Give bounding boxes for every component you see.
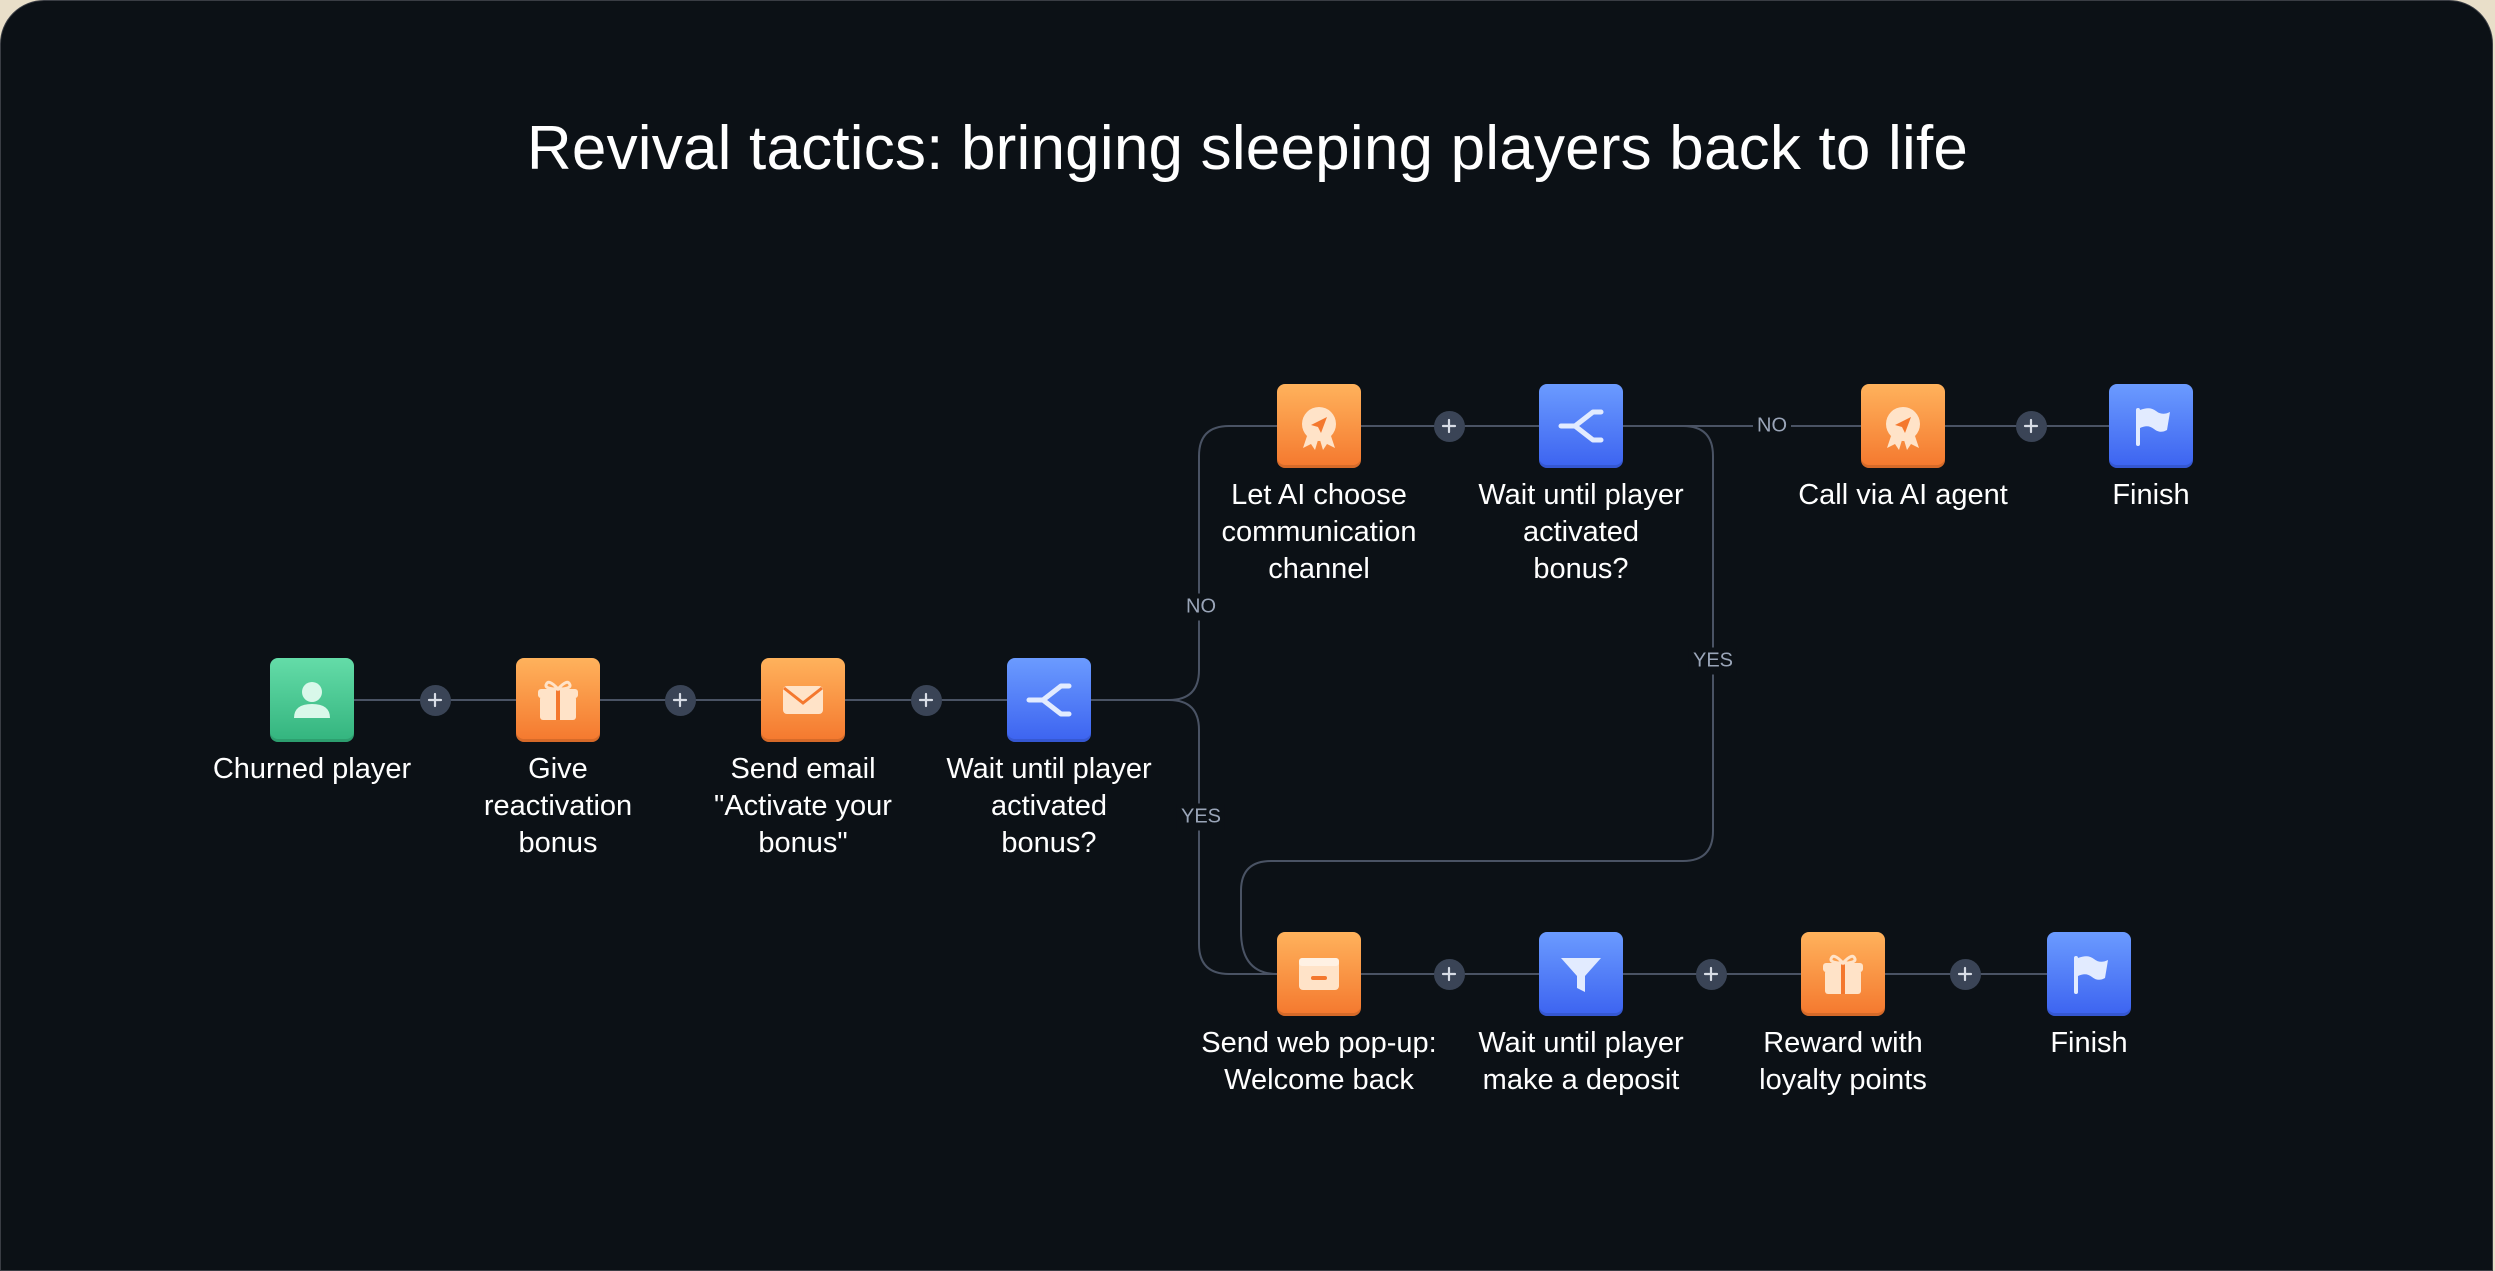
- branch-label-no: NO: [1182, 593, 1220, 621]
- plus-icon: [1703, 966, 1719, 982]
- connector-yes-branch: [1168, 699, 1277, 975]
- split-icon: [1026, 683, 1072, 717]
- node-call-ai-agent[interactable]: [1861, 384, 1945, 468]
- plus-icon: [1441, 418, 1457, 434]
- add-step-button[interactable]: [1433, 410, 1465, 442]
- add-step-button[interactable]: [2015, 410, 2047, 442]
- connector-yes-loop: [1240, 425, 1714, 975]
- node-send-web-popup[interactable]: [1277, 932, 1361, 1016]
- branch-label-no: NO: [1753, 412, 1791, 440]
- node-label: Finish: [2050, 1027, 2128, 1059]
- node-label: Churned player: [212, 753, 412, 785]
- add-step-button[interactable]: [1695, 958, 1727, 990]
- node-label: Send email "Activate your bonus": [714, 753, 892, 859]
- plus-icon: [1957, 966, 1973, 982]
- add-step-button[interactable]: [419, 684, 451, 716]
- node-finish-bottom[interactable]: [2047, 932, 2131, 1016]
- node-churned-player[interactable]: [270, 658, 354, 742]
- add-step-button[interactable]: [1433, 958, 1465, 990]
- node-label: Let AI choose communication channel: [1221, 479, 1417, 585]
- node-wait-activated-bonus[interactable]: [1007, 658, 1091, 742]
- node-label: Wait until player activated bonus?: [946, 753, 1152, 859]
- node-label: Give reactivation bonus: [483, 753, 633, 859]
- node-wait-deposit[interactable]: [1539, 932, 1623, 1016]
- envelope-icon: [783, 686, 823, 714]
- node-send-email[interactable]: [761, 658, 845, 742]
- node-ai-choose-channel[interactable]: [1277, 384, 1361, 468]
- plus-icon: [2023, 418, 2039, 434]
- flag-icon: [2136, 408, 2170, 446]
- branch-label-yes: YES: [1176, 803, 1226, 831]
- node-label: Wait until player activated bonus?: [1478, 479, 1684, 585]
- filter-icon: [1561, 958, 1601, 992]
- node-label: Call via AI agent: [1798, 479, 2008, 511]
- add-step-button[interactable]: [910, 684, 942, 716]
- gift-icon: [1823, 954, 1863, 994]
- node-finish-top[interactable]: [2109, 384, 2193, 468]
- node-give-bonus[interactable]: [516, 658, 600, 742]
- user-icon: [294, 682, 330, 718]
- plus-icon: [427, 692, 443, 708]
- diagram-title: Revival tactics: bringing sleeping playe…: [526, 114, 1969, 183]
- plus-icon: [918, 692, 934, 708]
- node-reward-loyalty[interactable]: [1801, 932, 1885, 1016]
- popup-window-icon: [1299, 958, 1339, 990]
- node-label: Wait until player make a deposit: [1478, 1027, 1684, 1096]
- connector-no-branch: [1091, 425, 1277, 701]
- plus-icon: [672, 692, 688, 708]
- node-wait-activated-bonus-2[interactable]: [1539, 384, 1623, 468]
- split-icon: [1558, 409, 1604, 443]
- add-step-button[interactable]: [1949, 958, 1981, 990]
- ai-badge-icon: [1302, 407, 1336, 450]
- plus-icon: [1441, 966, 1457, 982]
- node-label: Send web pop-up: Welcome back: [1201, 1027, 1437, 1096]
- gift-icon: [538, 680, 578, 720]
- add-step-button[interactable]: [664, 684, 696, 716]
- node-label: Reward with loyalty points: [1759, 1027, 1927, 1096]
- node-label: Finish: [2112, 479, 2190, 511]
- ai-badge-icon: [1886, 407, 1920, 450]
- flag-icon: [2074, 956, 2108, 994]
- branch-label-yes: YES: [1688, 647, 1738, 675]
